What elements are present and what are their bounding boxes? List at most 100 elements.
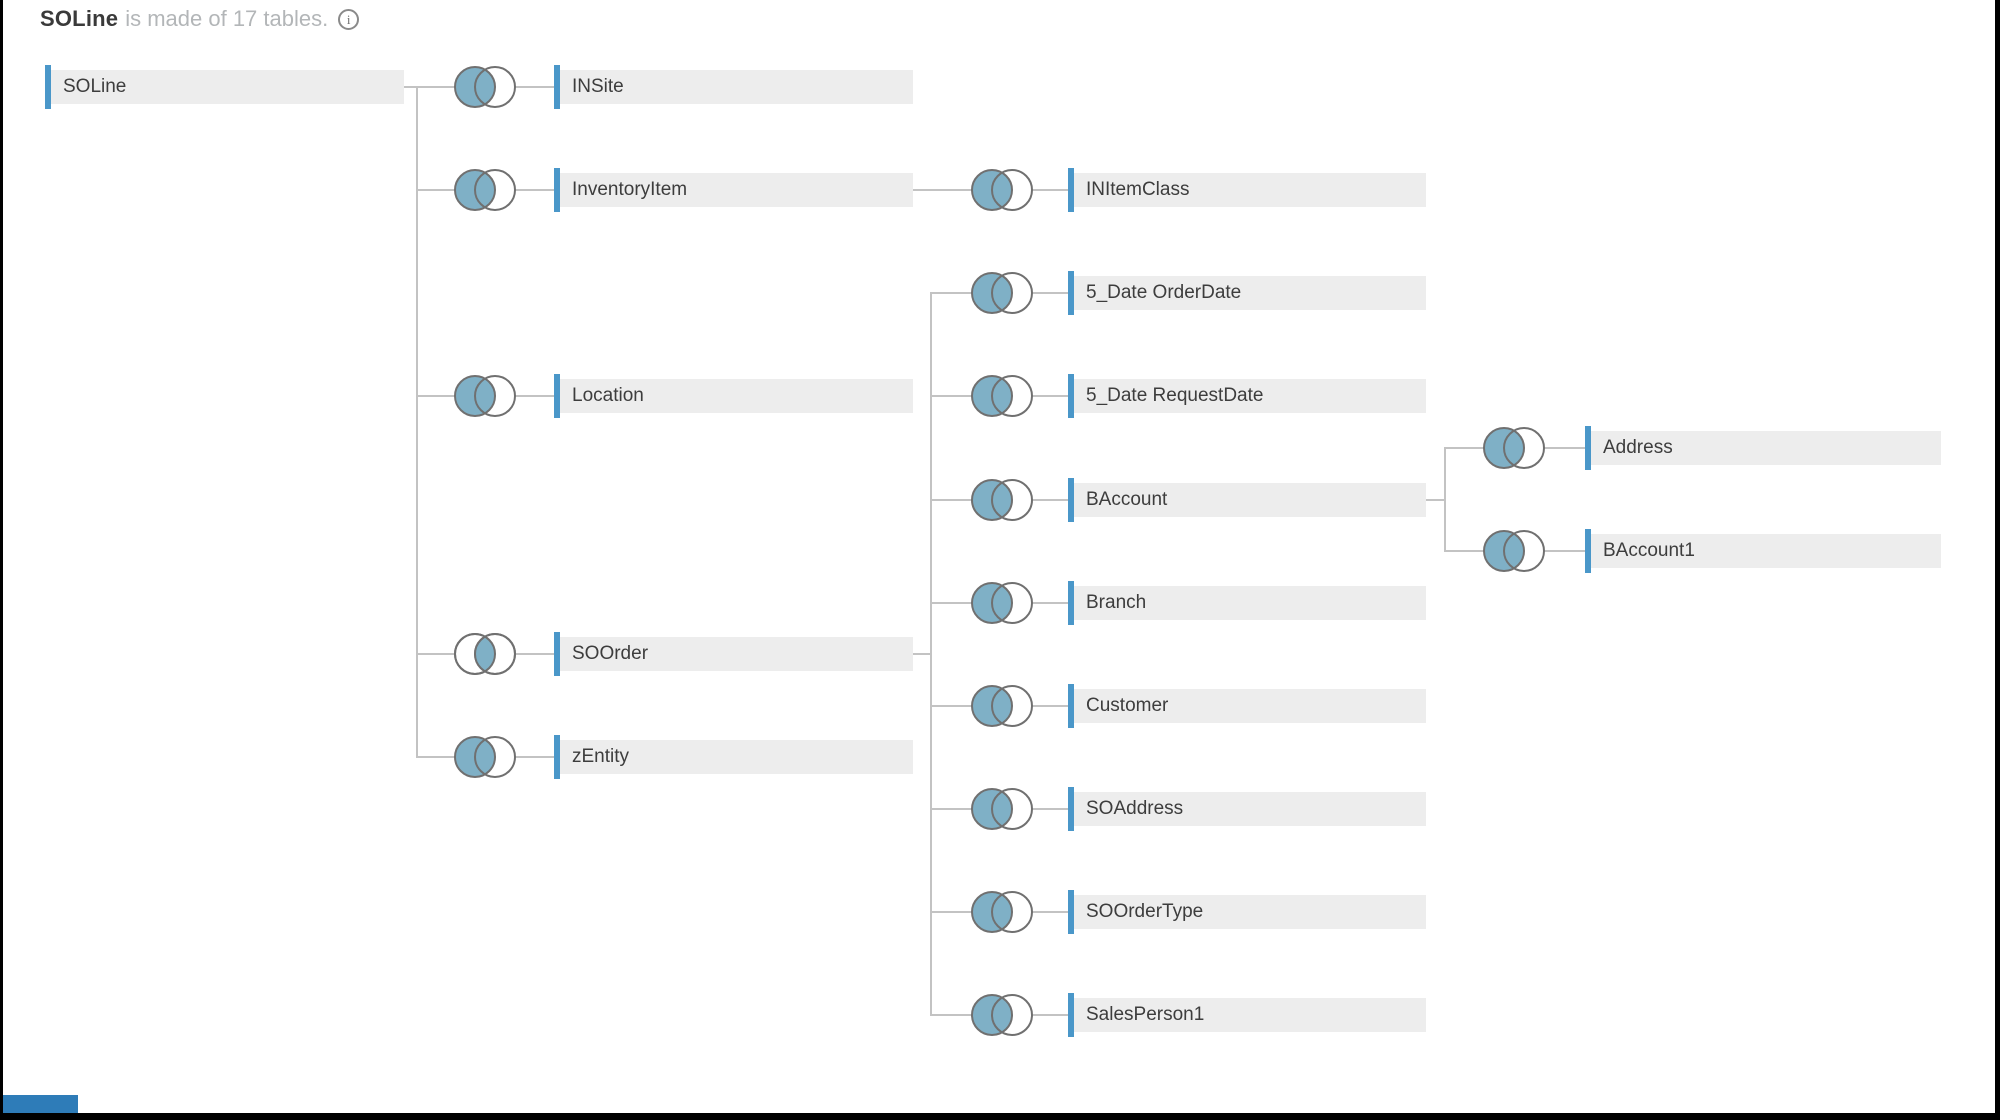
connector [404, 86, 457, 88]
table-node-soorder[interactable]: SOOrder [554, 632, 913, 676]
left-join-icon[interactable] [449, 734, 521, 780]
table-accent-bar [1068, 890, 1074, 934]
table-node-customer[interactable]: Customer [1068, 684, 1426, 728]
frame-border-bottom [0, 1113, 2000, 1120]
table-node-location[interactable]: Location [554, 374, 913, 418]
table-label: InventoryItem [572, 179, 688, 200]
table-label: INSite [572, 76, 624, 97]
left-join-icon[interactable] [966, 992, 1038, 1038]
connector-trunk-soline [416, 86, 418, 758]
connector [417, 395, 457, 397]
table-node-baccount[interactable]: BAccount [1068, 478, 1426, 522]
left-join-icon[interactable] [1478, 528, 1550, 574]
left-join-icon[interactable] [1478, 425, 1550, 471]
table-accent-bar [1068, 374, 1074, 418]
connector [514, 756, 554, 758]
connector [913, 653, 932, 655]
left-join-icon[interactable] [966, 477, 1038, 523]
table-accent-bar [1068, 478, 1074, 522]
connector [930, 499, 974, 501]
table-node-salesperson1[interactable]: SalesPerson1 [1068, 993, 1426, 1037]
table-accent-bar [554, 374, 560, 418]
connector [930, 292, 974, 294]
table-node-5date-requestdate[interactable]: 5_Date RequestDate [1068, 374, 1426, 418]
connector [930, 602, 974, 604]
table-accent-bar [1068, 993, 1074, 1037]
table-label: SalesPerson1 [1086, 1004, 1205, 1025]
table-node-zentity[interactable]: zEntity [554, 735, 913, 779]
table-label: SOOrder [572, 643, 649, 664]
table-label: BAccount1 [1603, 540, 1695, 561]
connector [514, 86, 554, 88]
table-node-initemclass[interactable]: INItemClass [1068, 168, 1426, 212]
connector [1031, 602, 1069, 604]
connector [1031, 292, 1069, 294]
table-accent-bar [554, 632, 560, 676]
connector [1444, 447, 1486, 449]
connector [514, 189, 554, 191]
table-label: Location [572, 385, 644, 406]
page-title: SOLine is made of 17 tables. i [40, 6, 360, 32]
left-join-icon[interactable] [966, 683, 1038, 729]
connector [417, 756, 457, 758]
connector [1426, 499, 1446, 501]
left-join-icon[interactable] [966, 270, 1038, 316]
connector [1031, 911, 1069, 913]
table-accent-bar [554, 168, 560, 212]
table-node-inventoryitem[interactable]: InventoryItem [554, 168, 913, 212]
table-label: Customer [1086, 695, 1169, 716]
connector [417, 653, 457, 655]
table-accent-bar [1068, 271, 1074, 315]
table-node-address[interactable]: Address [1585, 426, 1941, 470]
table-label: INItemClass [1086, 179, 1190, 200]
left-join-icon[interactable] [966, 889, 1038, 935]
table-node-soline[interactable]: SOLine [45, 65, 404, 109]
table-accent-bar [1068, 168, 1074, 212]
info-icon[interactable]: i [338, 8, 360, 30]
connector [1543, 447, 1586, 449]
connector [1543, 550, 1586, 552]
connector [1444, 550, 1486, 552]
table-node-branch[interactable]: Branch [1068, 581, 1426, 625]
left-join-icon[interactable] [449, 64, 521, 110]
table-accent-bar [1068, 787, 1074, 831]
table-label: Address [1603, 437, 1673, 458]
connector [1031, 189, 1069, 191]
frame-border-left [0, 0, 3, 1120]
left-join-icon[interactable] [449, 373, 521, 419]
table-accent-bar [45, 65, 51, 109]
connector [930, 911, 974, 913]
table-accent-bar [554, 65, 560, 109]
table-label: zEntity [572, 746, 630, 767]
table-node-soordertype[interactable]: SOOrderType [1068, 890, 1426, 934]
table-label: SOAddress [1086, 798, 1184, 819]
left-join-icon[interactable] [449, 167, 521, 213]
connector [1031, 499, 1069, 501]
table-accent-bar [1068, 684, 1074, 728]
table-node-insite[interactable]: INSite [554, 65, 913, 109]
table-label: SOOrderType [1086, 901, 1204, 922]
connector [1031, 395, 1069, 397]
bottom-left-accent [3, 1095, 78, 1114]
inner-join-icon[interactable] [449, 631, 521, 677]
table-node-5date-orderdate[interactable]: 5_Date OrderDate [1068, 271, 1426, 315]
connector [417, 189, 457, 191]
left-join-icon[interactable] [966, 580, 1038, 626]
table-node-baccount1[interactable]: BAccount1 [1585, 529, 1941, 573]
left-join-icon[interactable] [966, 786, 1038, 832]
table-label: BAccount [1086, 489, 1168, 510]
table-node-soaddress[interactable]: SOAddress [1068, 787, 1426, 831]
left-join-icon[interactable] [966, 167, 1038, 213]
frame-border-right [1995, 0, 2000, 1120]
table-accent-bar [1585, 426, 1591, 470]
connector [1031, 1014, 1069, 1016]
connector [1031, 705, 1069, 707]
table-label: 5_Date OrderDate [1086, 282, 1242, 303]
connector [930, 808, 974, 810]
table-count-text: is made of 17 tables. [125, 6, 329, 31]
root-table-name: SOLine [40, 6, 119, 31]
table-label: SOLine [63, 76, 127, 97]
left-join-icon[interactable] [966, 373, 1038, 419]
connector [930, 395, 974, 397]
